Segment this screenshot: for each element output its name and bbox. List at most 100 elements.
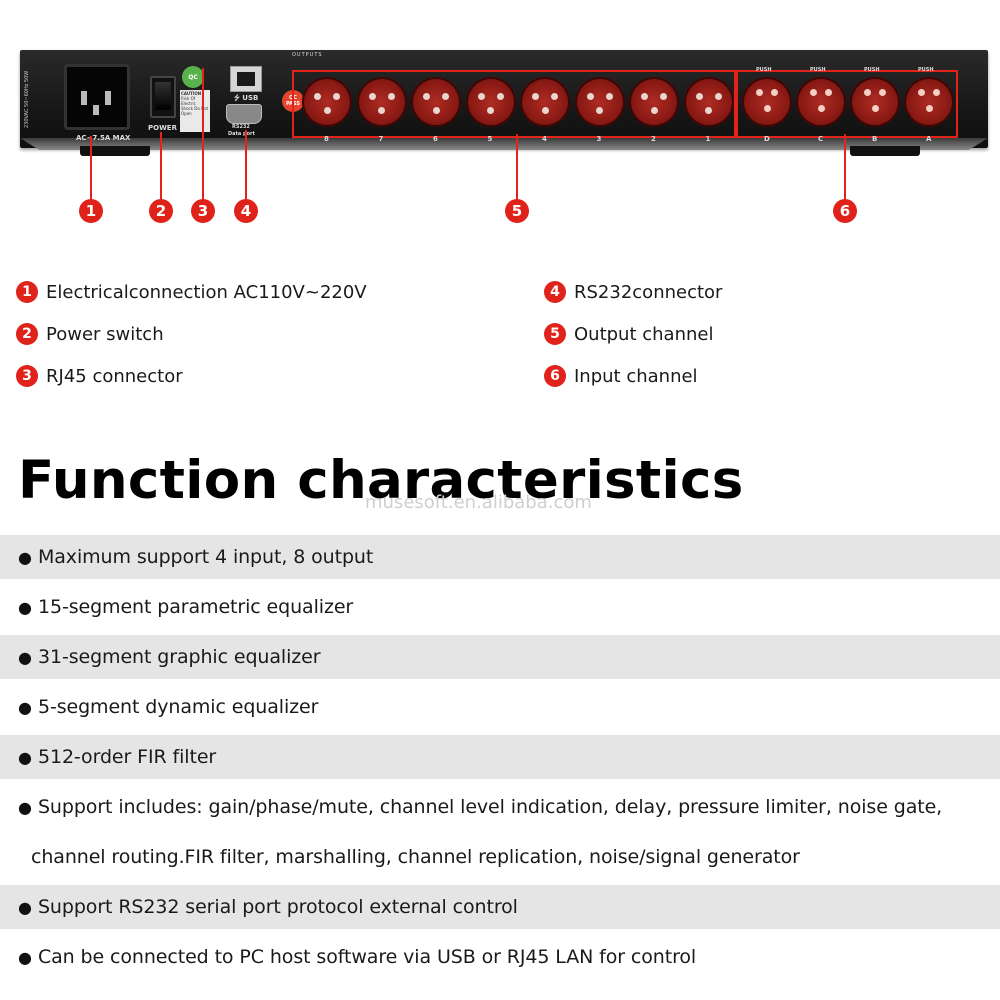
- feature-row: ● 512-order FIR filter: [0, 735, 1000, 779]
- leader-line-4: [245, 130, 247, 202]
- leader-line-2: [160, 132, 162, 202]
- bullet-icon: ●: [18, 547, 32, 567]
- section-heading: Function characteristics: [18, 450, 744, 511]
- push-latch-label: PUSH: [918, 67, 934, 73]
- push-latch-label: PUSH: [756, 67, 772, 73]
- output-port-number: 4: [542, 135, 547, 143]
- input-port-number: B: [872, 135, 878, 143]
- input-xlr-connector[interactable]: [796, 77, 846, 127]
- legend-text: Electricalconnection AC110V~220V: [46, 281, 367, 303]
- legend-text: Input channel: [574, 365, 698, 387]
- outputs-tag: OUTPUTS: [292, 52, 323, 58]
- feature-row: ● Can be connected to PC host software v…: [0, 935, 1000, 979]
- marker-2: 2: [149, 199, 173, 223]
- legend-badge: 4: [544, 281, 566, 303]
- legend-item: 6 Input channel: [544, 363, 698, 389]
- legend-badge: 3: [16, 365, 38, 387]
- legend-badge: 6: [544, 365, 566, 387]
- legend-badge: 5: [544, 323, 566, 345]
- rs232-port[interactable]: [226, 104, 262, 124]
- output-xlr-connector[interactable]: [683, 77, 734, 127]
- qc-sticker: QC: [182, 66, 204, 88]
- output-port-number: 6: [433, 135, 438, 143]
- input-group-outline: [736, 70, 958, 138]
- feature-text: 15-segment parametric equalizer: [37, 596, 354, 618]
- marker-1: 1: [79, 199, 103, 223]
- output-port-number: 7: [378, 135, 384, 143]
- feature-row: ● Support includes: gain/phase/mute, cha…: [0, 785, 1000, 829]
- feature-text: 512-order FIR filter: [37, 746, 217, 768]
- caution-label: CAUTION Risk Of Electric Shock Do Not Op…: [180, 90, 210, 132]
- marker-3: 3: [191, 199, 215, 223]
- feature-row: ● Support RS232 serial port protocol ext…: [0, 885, 1000, 929]
- rs232-label: RS232: [232, 124, 250, 130]
- bullet-icon: ●: [18, 597, 32, 617]
- feature-row: ● 15-segment parametric equalizer: [0, 585, 1000, 629]
- feature-text: Can be connected to PC host software via…: [37, 946, 697, 968]
- power-label: POWER: [148, 124, 177, 132]
- watermark: musesoft.en.alibaba.com: [365, 492, 592, 513]
- input-xlr-connector[interactable]: [904, 77, 954, 127]
- output-xlr-connector[interactable]: [574, 77, 625, 127]
- output-xlr-connector[interactable]: [629, 77, 679, 127]
- chassis-foot: [80, 146, 150, 156]
- power-inlet-icon: [64, 64, 130, 130]
- feature-row-continued: channel routing.FIR filter, marshalling,…: [0, 835, 1000, 879]
- bullet-icon: ●: [18, 897, 32, 917]
- leader-line-3: [202, 68, 204, 202]
- output-xlr-connector[interactable]: [520, 77, 570, 127]
- output-xlr-connector[interactable]: [465, 77, 516, 127]
- legend-item: 2 Power switch: [16, 321, 164, 347]
- legend-text: Output channel: [574, 323, 714, 345]
- bullet-icon: ●: [18, 647, 32, 667]
- feature-text: 5-segment dynamic equalizer: [37, 696, 319, 718]
- chassis-bottom-edge: [20, 138, 988, 150]
- marker-6: 6: [833, 199, 857, 223]
- feature-row: ● 5-segment dynamic equalizer: [0, 685, 1000, 729]
- legend-text: RJ45 connector: [46, 365, 183, 387]
- data-port-label: Data port: [228, 131, 255, 137]
- leader-line-1: [90, 136, 92, 202]
- rj45-port[interactable]: [230, 66, 262, 92]
- bullet-icon: ●: [18, 947, 32, 967]
- legend-item: 1 Electricalconnection AC110V~220V: [16, 279, 367, 305]
- output-port-number: 3: [596, 135, 602, 143]
- bullet-icon: ●: [18, 697, 32, 717]
- bullet-icon: ●: [18, 797, 32, 817]
- bullet-icon: ●: [18, 747, 32, 767]
- output-xlr-connector[interactable]: [302, 77, 352, 127]
- output-port-number: 1: [705, 135, 711, 143]
- legend-badge: 2: [16, 323, 38, 345]
- output-port-number: 5: [487, 135, 493, 143]
- chassis-foot: [850, 146, 920, 156]
- feature-row: ● Maximum support 4 input, 8 output: [0, 535, 1000, 579]
- power-inlet-label: AC~7.5A MAX: [76, 134, 131, 142]
- output-xlr-connector[interactable]: [411, 77, 461, 127]
- power-switch[interactable]: [150, 76, 176, 118]
- feature-text: Support RS232 serial port protocol exter…: [37, 896, 518, 918]
- legend-item: 3 RJ45 connector: [16, 363, 183, 389]
- leader-line-5: [516, 134, 518, 202]
- feature-text: Support includes: gain/phase/mute, chann…: [37, 796, 943, 818]
- marker-5: 5: [505, 199, 529, 223]
- device-rear-panel: 230VAC 50~60Hz 50W AC~7.5A MAX POWER QC …: [20, 38, 988, 160]
- output-group-outline: [292, 70, 736, 138]
- legend-text: RS232connector: [574, 281, 723, 303]
- feature-text: 31-segment graphic equalizer: [37, 646, 321, 668]
- legend-text: Power switch: [46, 323, 164, 345]
- feature-text: Maximum support 4 input, 8 output: [37, 546, 374, 568]
- push-latch-label: PUSH: [864, 67, 880, 73]
- input-xlr-connector[interactable]: [850, 77, 900, 127]
- legend-badge: 1: [16, 281, 38, 303]
- input-xlr-connector[interactable]: [742, 77, 792, 127]
- feature-text: channel routing.FIR filter, marshalling,…: [31, 846, 800, 868]
- legend-item: 4 RS232connector: [544, 279, 722, 305]
- output-port-number: 8: [324, 135, 329, 143]
- usb-label: ⭍ USB: [234, 94, 259, 102]
- feature-row: ● 31-segment graphic equalizer: [0, 635, 1000, 679]
- input-port-number: D: [764, 135, 770, 143]
- output-xlr-connector[interactable]: [356, 77, 407, 127]
- marker-4: 4: [234, 199, 258, 223]
- input-port-number: A: [926, 135, 932, 143]
- leader-line-6: [844, 134, 846, 202]
